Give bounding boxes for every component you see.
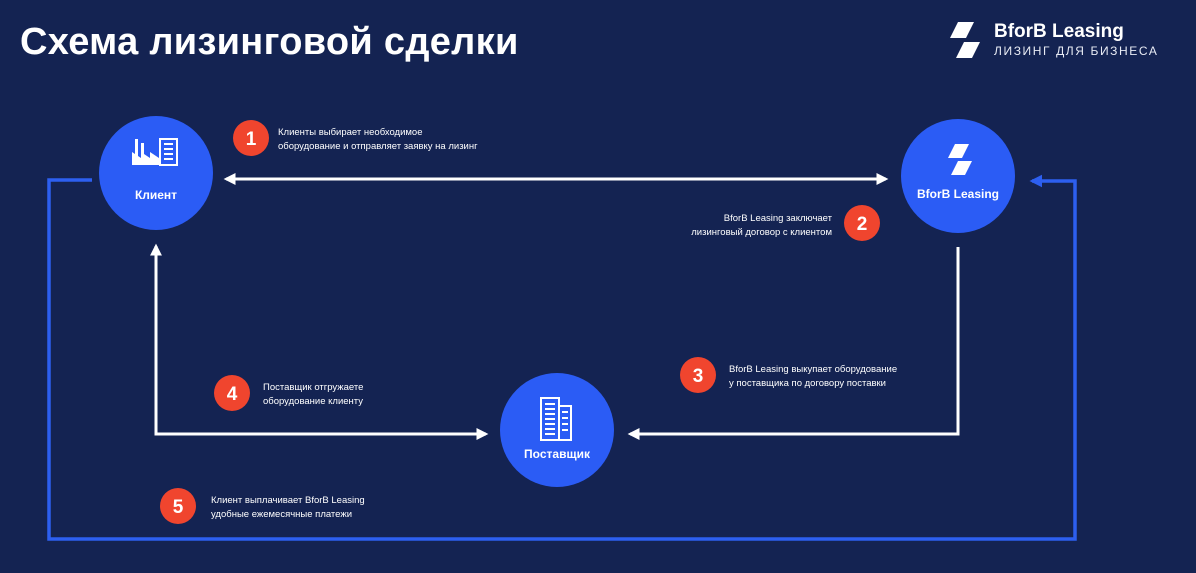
arrow-payments-loop xyxy=(47,174,1077,541)
step-1-text: Клиенты выбирает необходимое оборудовани… xyxy=(278,127,478,152)
svg-text:3: 3 xyxy=(693,366,704,387)
brand-tagline: ЛИЗИНГ ДЛЯ БИЗНЕСА xyxy=(994,44,1159,58)
step-badge-3: 3 xyxy=(680,357,716,393)
node-supplier: Поставщик xyxy=(500,373,614,487)
node-leasing: BforB Leasing xyxy=(901,119,1015,233)
svg-text:1: 1 xyxy=(246,129,257,150)
node-client: Клиент xyxy=(99,116,213,230)
step-badge-1: 1 xyxy=(233,120,269,156)
svg-text:2: 2 xyxy=(857,214,868,235)
svg-text:5: 5 xyxy=(173,497,184,518)
step-4-text: Поставщик отгружаете оборудование клиент… xyxy=(263,382,364,407)
svg-text:4: 4 xyxy=(227,384,238,405)
brand-name: BforB Leasing xyxy=(994,21,1124,42)
step-3-text: BforB Leasing выкупает оборудование у по… xyxy=(729,364,898,389)
bforb-logo-icon xyxy=(948,144,972,175)
node-client-label: Клиент xyxy=(135,188,177,202)
arrow-supplier-client xyxy=(150,243,489,440)
node-supplier-label: Поставщик xyxy=(524,447,591,461)
step-badge-2: 2 xyxy=(844,205,880,241)
step-badge-4: 4 xyxy=(214,375,250,411)
node-leasing-label: BforB Leasing xyxy=(917,187,999,201)
building-icon xyxy=(540,397,572,441)
step-5-text: Клиент выплачивает BforB Leasing удобные… xyxy=(211,495,365,520)
arrow-leasing-supplier xyxy=(627,247,960,440)
step-2-text: BforB Leasing заключает лизинговый догов… xyxy=(691,213,832,238)
step-badge-5: 5 xyxy=(160,488,196,524)
factory-icon xyxy=(132,138,178,166)
page-title: Схема лизинговой сделки xyxy=(20,21,519,63)
brand-logo: BforB Leasing ЛИЗИНГ ДЛЯ БИЗНЕСА xyxy=(944,20,1159,60)
bforb-logo-icon xyxy=(950,22,980,58)
